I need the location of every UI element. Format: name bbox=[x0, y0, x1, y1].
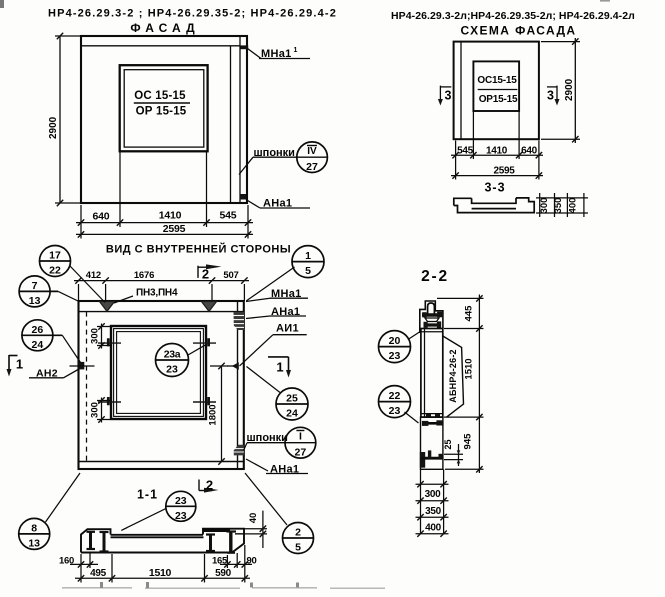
svg-text:23: 23 bbox=[175, 510, 187, 522]
svg-text:13: 13 bbox=[29, 295, 41, 307]
svg-text:ОС 15-15: ОС 15-15 bbox=[134, 90, 186, 102]
svg-text:2595: 2595 bbox=[163, 223, 186, 235]
svg-text:24: 24 bbox=[286, 408, 298, 420]
svg-text:445: 445 bbox=[464, 305, 475, 322]
svg-text:945: 945 bbox=[463, 433, 474, 450]
svg-text:350: 350 bbox=[425, 506, 442, 517]
svg-text:1: 1 bbox=[294, 47, 298, 54]
svg-text:1410: 1410 bbox=[159, 210, 182, 222]
svg-text:1510: 1510 bbox=[464, 358, 475, 379]
svg-text:640: 640 bbox=[521, 146, 538, 157]
svg-text:545: 545 bbox=[220, 210, 237, 222]
svg-text:350: 350 bbox=[553, 198, 564, 214]
svg-text:2: 2 bbox=[206, 478, 213, 493]
svg-text:3: 3 bbox=[547, 89, 554, 103]
svg-text:АНа1: АНа1 bbox=[263, 198, 292, 210]
svg-text:23: 23 bbox=[389, 405, 401, 417]
svg-text:27: 27 bbox=[306, 161, 318, 173]
svg-text:7: 7 bbox=[32, 280, 38, 292]
svg-text:300: 300 bbox=[425, 489, 442, 500]
svg-text:СХЕМА ФАСАДА: СХЕМА ФАСАДА bbox=[460, 24, 576, 38]
svg-text:ПН3,ПН4: ПН3,ПН4 bbox=[136, 288, 178, 299]
svg-text:ОР 15-15: ОР 15-15 bbox=[136, 106, 187, 118]
svg-text:24: 24 bbox=[32, 339, 44, 351]
svg-text:26: 26 bbox=[32, 324, 44, 336]
svg-text:АБНР4-26-2: АБНР4-26-2 bbox=[448, 349, 458, 403]
svg-text:2900: 2900 bbox=[48, 116, 59, 139]
svg-text:1: 1 bbox=[305, 250, 311, 262]
svg-text:165: 165 bbox=[212, 556, 228, 567]
svg-text:590: 590 bbox=[215, 568, 232, 579]
svg-text:20: 20 bbox=[389, 335, 401, 347]
svg-text:АНа1: АНа1 bbox=[270, 464, 299, 476]
svg-text:640: 640 bbox=[93, 211, 110, 223]
svg-text:400: 400 bbox=[425, 523, 442, 534]
svg-text:300: 300 bbox=[539, 198, 550, 214]
svg-text:160: 160 bbox=[59, 556, 74, 567]
svg-text:3-3: 3-3 bbox=[484, 181, 505, 195]
svg-text:ВИД С ВНУТРЕННЕЙ СТОРОНЫ: ВИД С ВНУТРЕННЕЙ СТОРОНЫ bbox=[106, 243, 291, 256]
svg-text:2-2: 2-2 bbox=[421, 268, 449, 285]
svg-text:25: 25 bbox=[286, 393, 298, 405]
svg-text:3: 3 bbox=[445, 89, 452, 103]
svg-text:2595: 2595 bbox=[493, 165, 515, 176]
svg-text:АИ1: АИ1 bbox=[276, 323, 299, 335]
svg-text:507: 507 bbox=[223, 270, 238, 281]
svg-text:23: 23 bbox=[175, 495, 187, 507]
svg-text:1: 1 bbox=[16, 357, 23, 372]
svg-text:МНа1: МНа1 bbox=[271, 288, 302, 300]
svg-text:АНа1: АНа1 bbox=[271, 306, 300, 318]
svg-text:1800: 1800 bbox=[208, 404, 219, 425]
svg-text:400: 400 bbox=[568, 198, 579, 214]
svg-text:НР4-26.29.3-2л;НР4-26.29.35-2л: НР4-26.29.3-2л;НР4-26.29.35-2л; НР4-26.2… bbox=[391, 10, 635, 22]
svg-text:40: 40 bbox=[248, 513, 259, 524]
svg-text:IV: IV bbox=[307, 146, 317, 157]
svg-text:НР4-26.29.3-2 ; НР4-26.29.35-2: НР4-26.29.3-2 ; НР4-26.29.35-2; НР4-26.2… bbox=[48, 8, 337, 20]
svg-text:ОР15-15: ОР15-15 bbox=[479, 94, 518, 105]
svg-text:2900: 2900 bbox=[564, 78, 575, 101]
svg-text:13: 13 bbox=[28, 537, 40, 549]
svg-text:8: 8 bbox=[31, 522, 37, 534]
svg-text:17: 17 bbox=[49, 250, 61, 262]
svg-text:ФАСАД: ФАСАД bbox=[130, 21, 199, 35]
svg-text:2: 2 bbox=[295, 527, 301, 539]
svg-text:ОС15-15: ОС15-15 bbox=[477, 75, 517, 86]
svg-text:5: 5 bbox=[295, 542, 301, 554]
svg-text:АН2: АН2 bbox=[36, 368, 58, 380]
svg-text:545: 545 bbox=[457, 146, 474, 157]
svg-text:шпонки: шпонки bbox=[254, 147, 295, 159]
svg-text:23: 23 bbox=[389, 350, 401, 362]
svg-text:1510: 1510 bbox=[149, 567, 172, 579]
svg-text:300: 300 bbox=[90, 328, 101, 344]
svg-text:I: I bbox=[299, 431, 302, 443]
svg-text:300: 300 bbox=[90, 402, 101, 418]
svg-text:23: 23 bbox=[166, 364, 178, 376]
svg-text:90: 90 bbox=[247, 556, 257, 567]
svg-text:495: 495 bbox=[90, 568, 107, 579]
svg-text:1-1: 1-1 bbox=[137, 488, 158, 502]
svg-text:22: 22 bbox=[389, 390, 401, 402]
svg-text:1410: 1410 bbox=[486, 146, 508, 157]
svg-text:23а: 23а bbox=[164, 349, 181, 361]
svg-text:412: 412 bbox=[86, 270, 101, 281]
svg-text:1: 1 bbox=[276, 360, 283, 375]
svg-text:27: 27 bbox=[295, 447, 307, 459]
svg-text:2: 2 bbox=[202, 267, 209, 282]
svg-text:шпонки: шпонки bbox=[247, 432, 288, 444]
svg-text:МНа1: МНа1 bbox=[261, 48, 292, 60]
svg-text:1676: 1676 bbox=[134, 270, 154, 281]
svg-text:5: 5 bbox=[305, 265, 311, 277]
svg-text:22: 22 bbox=[49, 265, 61, 277]
svg-text:25: 25 bbox=[443, 439, 453, 449]
